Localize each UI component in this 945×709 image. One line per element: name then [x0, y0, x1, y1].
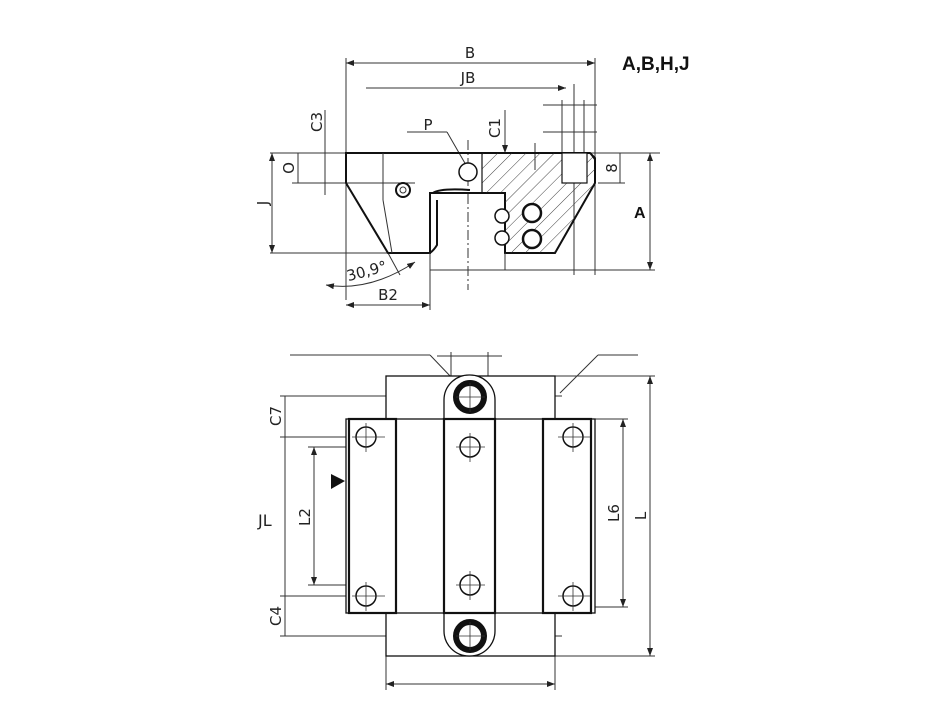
front-view: B JB A,B,H,J P C3 C1 O 8 J A 30,9° B2: [254, 44, 690, 310]
label-A: A: [634, 205, 646, 222]
direction-arrow-icon: [331, 474, 345, 489]
left-seal-strip: [347, 417, 398, 615]
label-JB: JB: [460, 69, 476, 87]
label-L: L: [632, 511, 650, 520]
label-L2: L2: [296, 508, 314, 526]
ball-icon: [494, 208, 510, 224]
lube-port-P: [458, 162, 478, 182]
label-L6: L6: [605, 504, 623, 522]
screw-icon: [395, 182, 411, 198]
leader-P: [446, 131, 467, 166]
label-O: O: [280, 162, 298, 174]
right-seal-strip: [541, 417, 593, 615]
label-8: 8: [603, 163, 621, 173]
label-angle: 30,9°: [345, 257, 389, 285]
ball-icon: [494, 230, 510, 246]
label-C4: C4: [267, 606, 285, 626]
dim-angle: [325, 261, 416, 290]
label-C1: C1: [486, 118, 504, 138]
ball-icon: [521, 202, 543, 224]
label-B: B: [465, 44, 475, 62]
label-C3: C3: [308, 112, 326, 132]
label-P: P: [423, 116, 432, 134]
label-JL: JL: [257, 511, 272, 530]
seal-lip: [429, 188, 471, 254]
ball-icon: [521, 228, 543, 250]
title-codes: A,B,H,J: [622, 54, 690, 75]
label-B2: B2: [378, 286, 398, 304]
top-view: C7 JL L2 L6 L C4: [257, 352, 655, 690]
label-C7: C7: [267, 406, 285, 426]
label-J: J: [254, 201, 272, 206]
